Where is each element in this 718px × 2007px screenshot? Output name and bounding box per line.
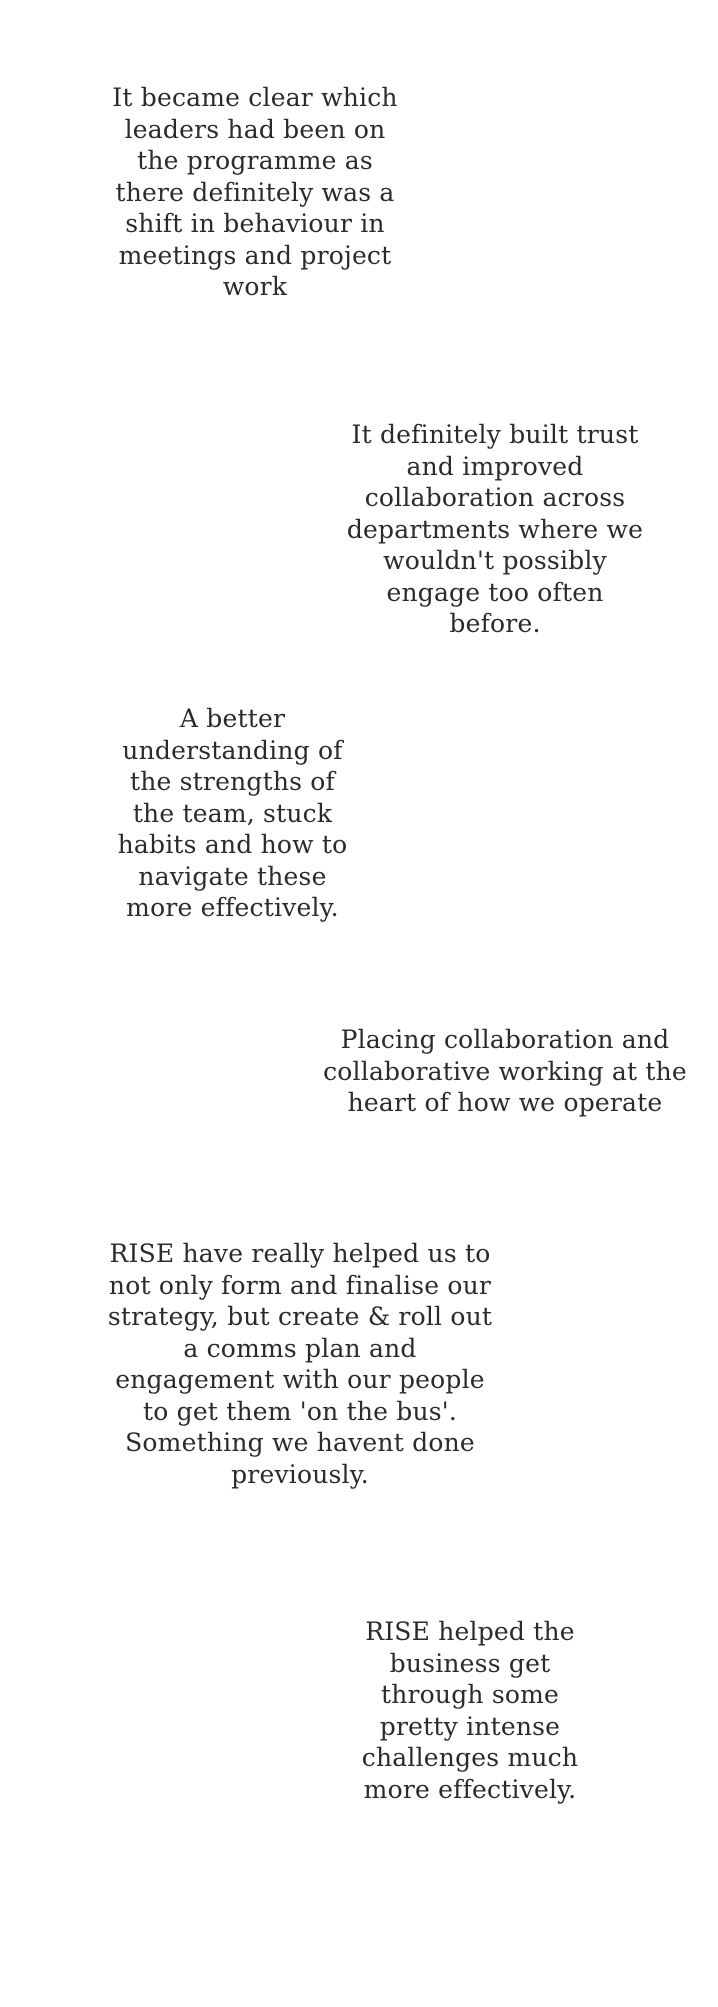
testimonial-quote: RISE have really helped us to not only f… — [107, 1239, 493, 1489]
testimonial-quote: It became clear which leaders had been o… — [112, 83, 398, 301]
testimonial-quote: A better understanding of the strengths … — [117, 704, 348, 922]
testimonial-quote: It definitely built trust and improved c… — [346, 420, 644, 638]
testimonial-quote: Placing collaboration and collaborative … — [323, 1025, 687, 1117]
testimonial-quote: RISE helped the business get through som… — [361, 1617, 579, 1804]
